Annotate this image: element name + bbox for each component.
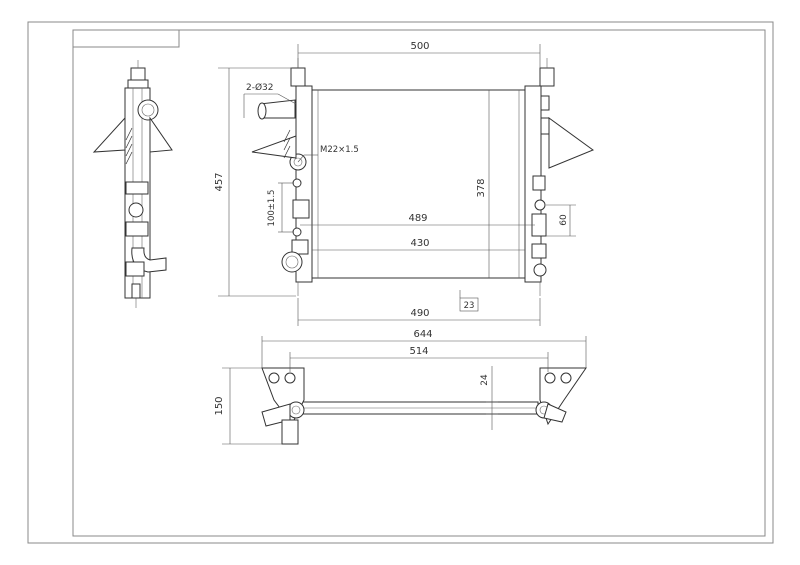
title-tab bbox=[73, 30, 180, 48]
side-view bbox=[92, 60, 173, 308]
front-dimensions: 500 457 378 489 430 100±1.5 60 490 bbox=[214, 41, 576, 326]
dim-side-offset: 60 bbox=[559, 214, 569, 226]
bottom-dimensions: 644 514 150 24 bbox=[214, 329, 587, 445]
inner-sheet-border bbox=[72, 29, 766, 537]
thread-callout: M22×1.5 bbox=[297, 145, 359, 163]
dim-overall-width: 500 bbox=[410, 41, 429, 52]
outer-sheet-border bbox=[27, 21, 774, 544]
dim-bottom-width: 490 bbox=[410, 308, 429, 319]
dim-depth: 150 bbox=[214, 396, 225, 415]
dim-bracket-spacing: 100±1.5 bbox=[267, 190, 277, 227]
dim-tank-to-tank: 430 bbox=[410, 238, 429, 249]
radiator-core bbox=[311, 89, 526, 279]
dim-mount-spacing: 514 bbox=[409, 346, 428, 357]
dim-tube-height: 24 bbox=[480, 374, 490, 386]
dim-overall-height: 457 bbox=[214, 172, 225, 191]
dim-core-width: 489 bbox=[408, 213, 427, 224]
dim-core-height: 378 bbox=[476, 178, 487, 197]
front-view bbox=[251, 58, 595, 296]
dim-total-width: 644 bbox=[413, 329, 432, 340]
hole-callout: 2-Ø32 bbox=[243, 82, 297, 118]
bottom-view bbox=[261, 367, 587, 445]
hole-spec-label: 2-Ø32 bbox=[246, 82, 274, 93]
dim-core-thickness: 23 bbox=[464, 301, 475, 311]
thread-spec-label: M22×1.5 bbox=[320, 145, 359, 155]
